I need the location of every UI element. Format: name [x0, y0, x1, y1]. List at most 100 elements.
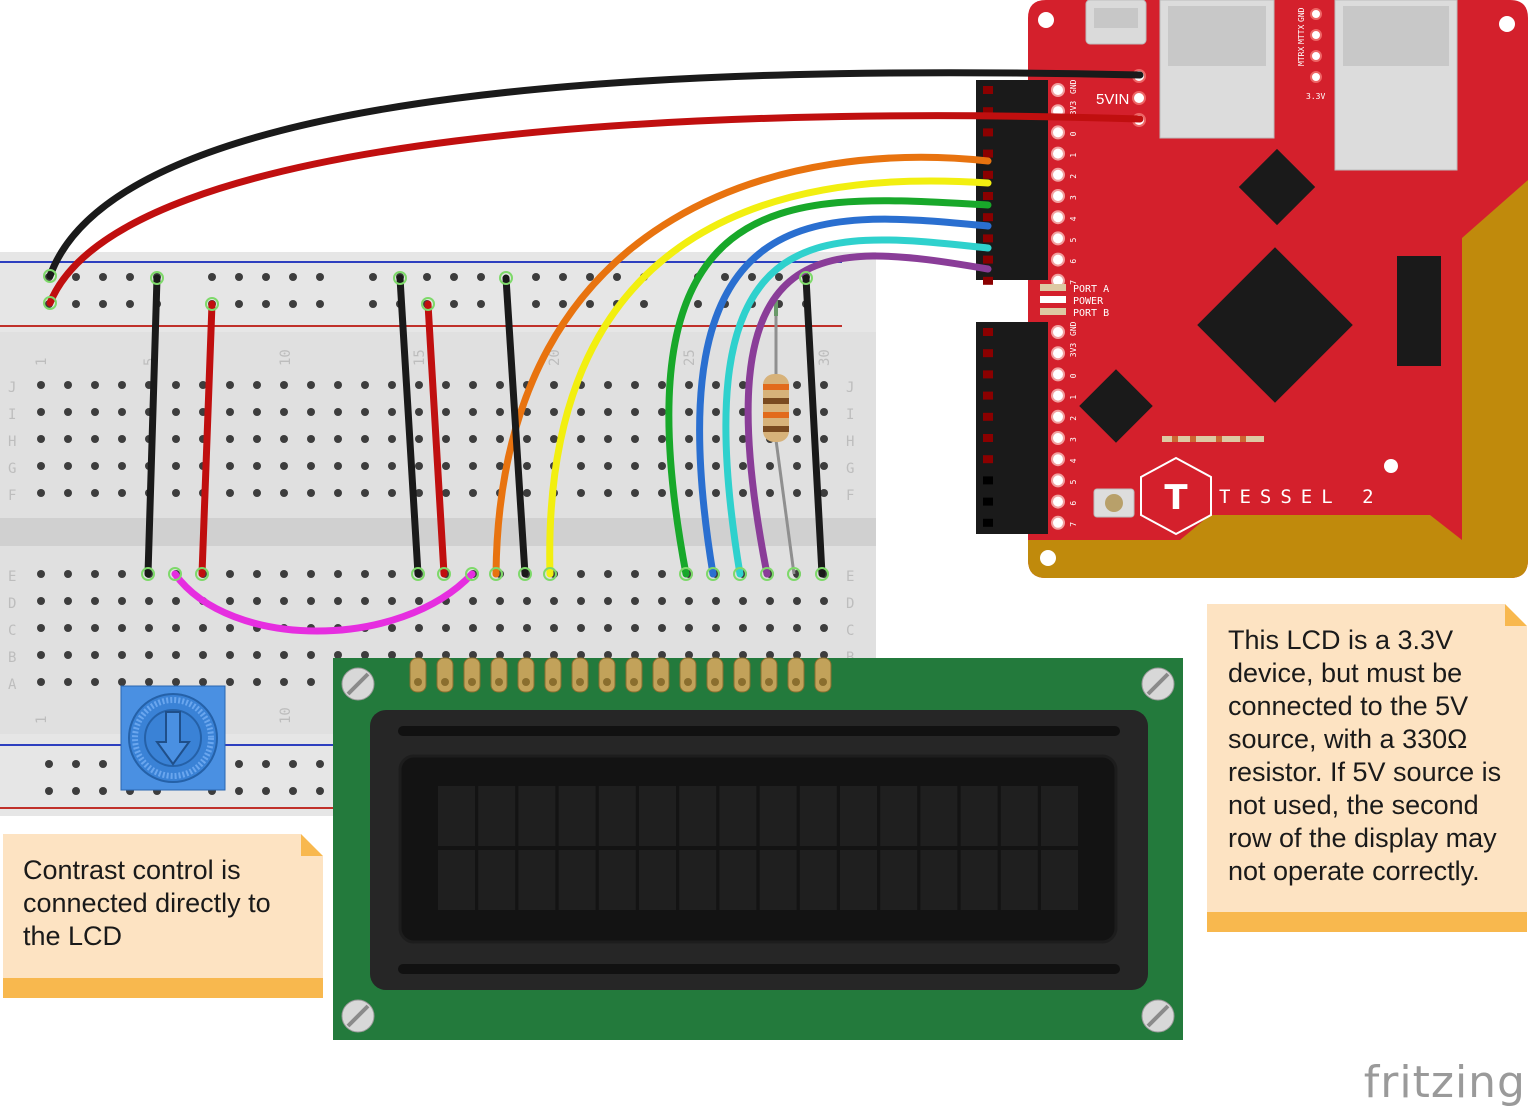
breadboard-hole	[523, 462, 531, 470]
lcd-pin	[517, 657, 535, 693]
breadboard-hole	[604, 489, 612, 497]
header-pin	[983, 497, 993, 506]
breadboard-hole	[469, 489, 477, 497]
wire-end	[150, 271, 164, 285]
breadboard-hole	[712, 624, 720, 632]
wire-yellow	[546, 177, 992, 578]
breadboard-hole	[550, 381, 558, 389]
breadboard-hole	[604, 597, 612, 605]
pin-label: 2	[1069, 174, 1078, 179]
breadboard-hole	[145, 678, 153, 686]
breadboard-hole	[172, 408, 180, 416]
row-letter-f-right: F	[846, 488, 854, 504]
breadboard-hole	[766, 489, 774, 497]
power-rail-hole	[262, 300, 270, 308]
breadboard-hole	[712, 462, 720, 470]
breadboard-hole	[820, 597, 828, 605]
pin-label: 4	[1069, 458, 1078, 463]
breadboard-hole	[415, 597, 423, 605]
wire-end	[787, 567, 801, 581]
power-rail-hole	[72, 787, 80, 795]
breadboard-hole	[307, 651, 315, 659]
breadboard-hole	[334, 462, 342, 470]
pin-pad	[1051, 125, 1065, 140]
wires	[46, 69, 1144, 635]
pin-pad	[1051, 210, 1065, 225]
breadboard-hole	[739, 435, 747, 443]
lcd-cell	[799, 786, 837, 846]
breadboard-hole	[91, 570, 99, 578]
row-letter-e: E	[8, 569, 16, 585]
note-fold	[1505, 604, 1527, 626]
breadboard-hole	[496, 408, 504, 416]
breadboard-hole	[307, 678, 315, 686]
contrast-note-text: Contrast control is connected directly t…	[23, 855, 271, 951]
lcd-pin	[463, 657, 481, 693]
breadboard-hole	[496, 624, 504, 632]
breadboard-hole	[307, 570, 315, 578]
power-rail-hole	[532, 300, 540, 308]
power-rail-hole	[316, 787, 324, 795]
column-number-25: 25	[682, 349, 698, 366]
lcd-pin-hole	[819, 678, 827, 686]
breadboard-hole	[631, 651, 639, 659]
lcd-cell	[518, 850, 556, 910]
port-a-pins	[983, 83, 1065, 288]
breadboard-hole	[739, 462, 747, 470]
breadboard-hole	[64, 570, 72, 578]
port-b-pins	[983, 325, 1065, 530]
breadboard-hole	[604, 408, 612, 416]
port-legend: PORT A POWER PORT B	[1040, 284, 1109, 319]
breadboard-hole	[280, 408, 288, 416]
lcd-cell	[679, 850, 717, 910]
breadboard-hole	[685, 624, 693, 632]
lcd-cell	[679, 786, 717, 846]
breadboard-hole	[280, 435, 288, 443]
lcd-pin	[409, 657, 427, 693]
breadboard-hole	[118, 624, 126, 632]
breadboard-hole	[388, 570, 396, 578]
lcd-pin	[625, 657, 643, 693]
column-number-1-bottom: 1	[34, 716, 50, 724]
breadboard-hole	[631, 381, 639, 389]
lcd-pin-hole	[576, 678, 584, 686]
lcd-pin	[598, 657, 616, 693]
lcd-cell	[558, 786, 596, 846]
breadboard-hole	[253, 408, 261, 416]
breadboard-hole	[172, 381, 180, 389]
breadboard-hole	[64, 435, 72, 443]
breadboard-hole	[145, 597, 153, 605]
wire-end	[815, 567, 829, 581]
breadboard-hole	[550, 408, 558, 416]
breadboard-hole	[604, 462, 612, 470]
note-band	[3, 978, 323, 998]
potentiometer[interactable]	[120, 685, 226, 791]
breadboard-hole	[37, 489, 45, 497]
header-pin	[983, 128, 993, 137]
breadboard-hole	[37, 462, 45, 470]
breadboard-hole	[199, 381, 207, 389]
breadboard-hole	[388, 651, 396, 659]
header-pin	[983, 412, 993, 421]
lcd-cell	[438, 850, 475, 910]
breadboard-hole	[496, 462, 504, 470]
breadboard-hole	[739, 489, 747, 497]
lcd-pin	[760, 657, 778, 693]
lcd-cell	[840, 850, 877, 910]
power-rail-hole	[72, 760, 80, 768]
breadboard-hole	[523, 597, 531, 605]
breadboard-hole	[604, 624, 612, 632]
power-rail-hole	[316, 273, 324, 281]
pin-label: 6	[1069, 501, 1078, 506]
header-pin	[983, 170, 993, 179]
lcd-pin-hole	[792, 678, 800, 686]
power-rail-hole	[99, 273, 107, 281]
brand-text: TESSEL 2	[1219, 486, 1383, 508]
pin-pad	[1051, 473, 1065, 488]
breadboard-hole	[820, 462, 828, 470]
lcd-cell	[719, 786, 757, 846]
power-rail-hole	[235, 273, 243, 281]
pin-pad	[1051, 231, 1065, 246]
breadboard-hole	[712, 381, 720, 389]
